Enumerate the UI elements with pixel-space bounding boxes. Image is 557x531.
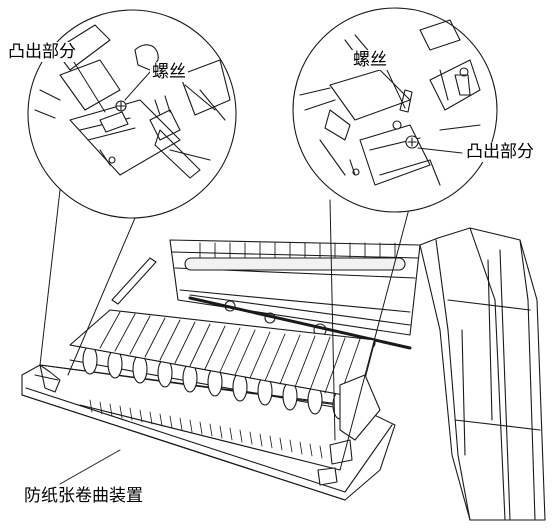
printer-body: [419, 227, 546, 521]
left-protrusion-label: 凸出部分: [6, 42, 78, 62]
right-protrusion-label: 凸出部分: [464, 142, 536, 162]
label-pointers: [59, 61, 463, 485]
anti-curl-device: [21, 257, 396, 501]
callout-leaders: [39, 189, 411, 471]
right-detail-callout: [292, 7, 498, 213]
anti-curl-device-label: 防纸张卷曲装置: [22, 486, 145, 506]
right-screw-label: 螺丝: [351, 50, 389, 70]
fuser-unit: [169, 239, 421, 350]
left-screw-label: 螺丝: [150, 62, 188, 82]
